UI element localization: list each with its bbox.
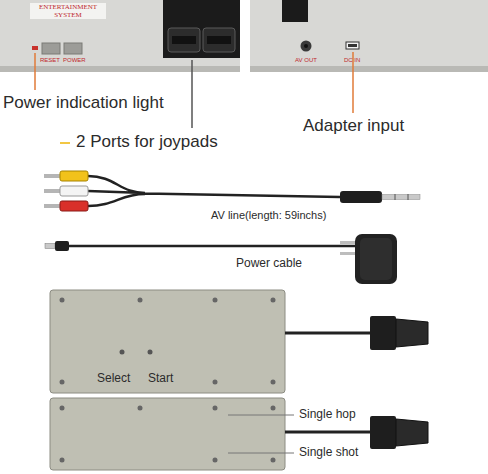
- console-front-housing: [0, 66, 240, 72]
- controller: [271, 298, 276, 303]
- power-cable: [69, 245, 356, 248]
- controller: [370, 316, 396, 350]
- console-front-housing: [168, 28, 200, 52]
- console-back-housing: [301, 41, 312, 52]
- console-back-housing: [304, 44, 308, 48]
- button-label: Single shot: [298, 446, 359, 460]
- console-back-housing: [282, 0, 308, 22]
- power-cable: [340, 252, 356, 255]
- button-label: Start: [148, 372, 173, 386]
- power-cable: [355, 234, 397, 284]
- controller: [50, 290, 285, 393]
- callout-label: Power indication light: [2, 93, 165, 113]
- controller: [60, 406, 65, 411]
- av-cable: [44, 204, 60, 208]
- controller: [285, 431, 370, 434]
- av-cable: [60, 186, 88, 196]
- button-label: Single hop: [298, 408, 357, 422]
- console-front-housing: [207, 36, 231, 44]
- console-back-housing: [250, 0, 488, 72]
- power-cable: [45, 244, 55, 249]
- av-cable: [60, 171, 88, 181]
- cable-label: AV line(length: 59inchs): [210, 209, 327, 222]
- controller: [138, 406, 143, 411]
- console-back-housing: [250, 0, 488, 72]
- controller: [138, 298, 143, 303]
- controller: [213, 298, 218, 303]
- console-front-housing: [0, 0, 240, 72]
- controller: [50, 398, 428, 470]
- brand-label: ENTERTAINMENT SYSTEM: [30, 3, 106, 19]
- console-front-housing: [163, 0, 240, 58]
- console-front-housing: [64, 43, 82, 54]
- controller: [396, 419, 428, 446]
- controller: [50, 290, 428, 393]
- console-front: ENTERTAINMENT SYSTEM RESETPOWER: [0, 0, 240, 72]
- console-front-housing: [42, 43, 60, 54]
- power-cable: [340, 241, 356, 244]
- console-back-housing: [250, 66, 488, 72]
- console-front-housing: [32, 46, 38, 50]
- av-cable: [44, 171, 420, 211]
- av-cable: [408, 194, 409, 200]
- controller: [285, 332, 370, 335]
- av-cable: [44, 189, 60, 193]
- controller: [370, 416, 396, 449]
- controller: [213, 406, 218, 411]
- av-cable: [88, 176, 340, 206]
- leader-line: [34, 53, 36, 90]
- av-cable: [382, 195, 420, 200]
- controller: Select Start: [50, 290, 285, 393]
- cable-label: Power cable: [235, 257, 303, 271]
- av-cable: [395, 194, 396, 200]
- controller: [50, 398, 285, 470]
- console-front-housing: [172, 36, 196, 44]
- controller: [271, 406, 276, 411]
- callout-label: 2 Ports for joypads: [75, 132, 219, 152]
- controller: [271, 458, 276, 463]
- power-cable: [45, 234, 397, 284]
- button-label: Select: [97, 372, 130, 386]
- controller: [120, 350, 125, 355]
- console-back-housing: [346, 42, 359, 49]
- power-cable: [55, 241, 69, 251]
- controller: [148, 350, 153, 355]
- controller: [213, 458, 218, 463]
- port-label: DC IN: [344, 57, 360, 64]
- button-label: POWER: [63, 57, 86, 64]
- controller: [228, 453, 294, 454]
- av-cable: [60, 201, 88, 211]
- av-cable: [44, 174, 60, 178]
- leader-line: [191, 60, 193, 128]
- port-label: AV OUT: [295, 57, 317, 64]
- callout-label: Adapter input: [302, 116, 405, 136]
- controller: [60, 380, 65, 385]
- controller: [213, 380, 218, 385]
- controller: [228, 415, 294, 416]
- controller: [396, 319, 428, 347]
- console-back-housing: [348, 44, 357, 47]
- av-cable: [340, 191, 382, 203]
- console-front-housing: [0, 0, 240, 72]
- button-label: RESET: [40, 57, 60, 64]
- controller: [60, 458, 65, 463]
- console-back: AV OUT DC IN: [250, 0, 488, 72]
- console-front-housing: [203, 28, 235, 52]
- power-cable: [360, 238, 392, 280]
- controller: [271, 380, 276, 385]
- controller: [60, 298, 65, 303]
- leader-line: [60, 142, 70, 144]
